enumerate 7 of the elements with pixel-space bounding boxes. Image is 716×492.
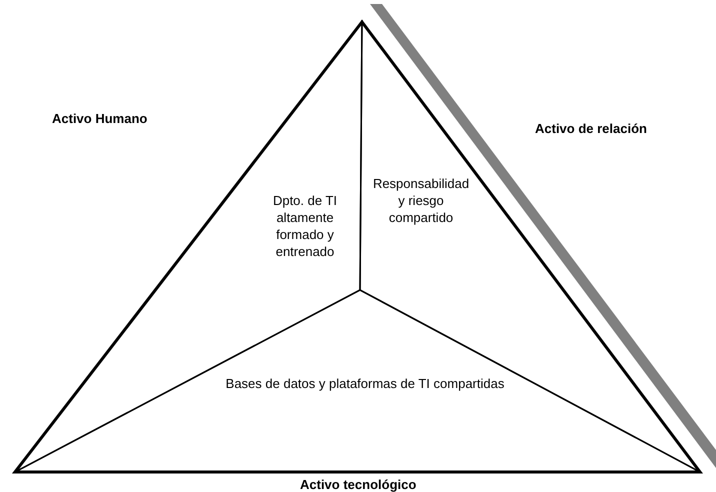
triangle-shape [15, 22, 700, 472]
region-text: Bases de datos y plataformas de TI compartidas [224, 375, 506, 392]
region-text: Dpto. de TI altamente formado y entrenado [272, 192, 338, 260]
side-label: Activo de relación [535, 122, 647, 135]
side-label: Activo Humano [52, 112, 148, 125]
region-text: Responsabilidad y riesgo compartido [372, 175, 470, 226]
side-label: Activo tecnológico [300, 478, 416, 491]
